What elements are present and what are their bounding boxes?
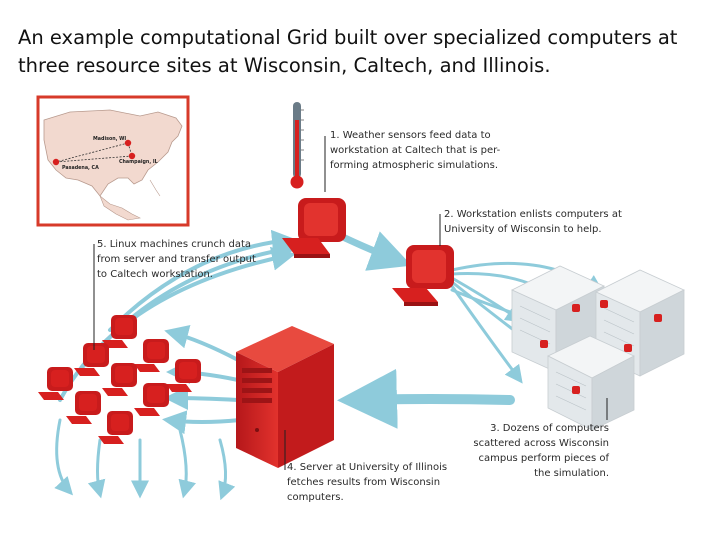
linux-machine bbox=[74, 343, 109, 376]
thermometer-icon bbox=[290, 102, 304, 189]
step-5-caption: 5. Linux machines crunch data from serve… bbox=[97, 239, 256, 280]
linux-cluster bbox=[38, 315, 201, 444]
linux-machine bbox=[134, 383, 169, 416]
linux-machine bbox=[102, 363, 137, 396]
leader-lines bbox=[93, 136, 608, 470]
map-label-champaign: Champaign, IL bbox=[119, 160, 158, 165]
map-label-madison: Madison, WI bbox=[93, 137, 127, 142]
us-map-inset bbox=[36, 95, 190, 227]
caltech-workstation bbox=[282, 198, 346, 258]
linux-machine bbox=[38, 367, 73, 400]
step-4-caption: 4. Server at University of Illinois fetc… bbox=[287, 462, 448, 503]
step-1-caption: 1. Weather sensors feed data to workstat… bbox=[330, 130, 501, 171]
linux-machine bbox=[66, 391, 101, 424]
wisconsin-campus-buildings bbox=[511, 265, 685, 431]
step-3-caption: 3. Dozens of computers scattered across … bbox=[473, 423, 609, 479]
linux-machine bbox=[98, 411, 133, 444]
slide-title: An example computational Grid built over… bbox=[18, 26, 678, 77]
step-2-caption: 2. Workstation enlists computers at Univ… bbox=[444, 209, 622, 235]
illinois-server bbox=[236, 326, 334, 468]
map-label-pasadena: Pasadena, CA bbox=[62, 166, 99, 171]
workstation-2 bbox=[392, 245, 454, 306]
linux-machine bbox=[134, 339, 169, 372]
linux-machine bbox=[102, 315, 137, 348]
linux-machine bbox=[166, 359, 201, 392]
